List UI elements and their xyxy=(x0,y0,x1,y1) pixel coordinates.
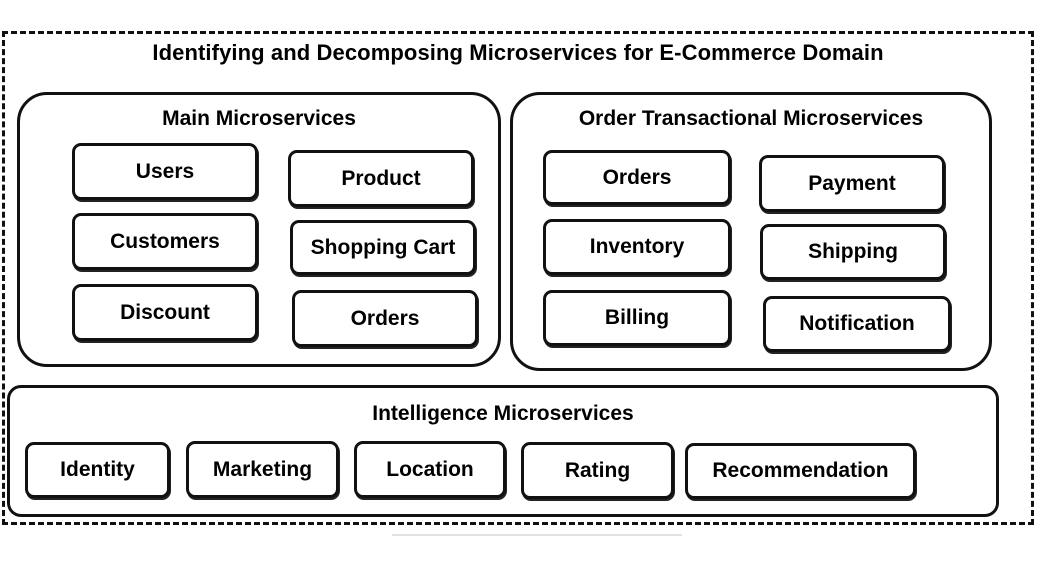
main-microservices-group: Main Microservices xyxy=(17,92,501,367)
main-microservices-title: Main Microservices xyxy=(162,107,356,130)
service-rating: Rating xyxy=(521,442,674,499)
service-orders-main: Orders xyxy=(292,290,478,347)
order-transactional-microservices-title: Order Transactional Microservices xyxy=(578,107,924,130)
service-billing: Billing xyxy=(543,290,731,346)
service-payment: Payment xyxy=(759,155,945,212)
service-location: Location xyxy=(354,441,506,498)
intelligence-microservices-group: Intelligence Microservices xyxy=(7,385,999,517)
service-notification: Notification xyxy=(763,296,951,352)
service-customers: Customers xyxy=(72,213,258,270)
service-shipping: Shipping xyxy=(760,224,946,280)
service-product: Product xyxy=(288,150,474,207)
service-orders: Orders xyxy=(543,150,731,205)
service-discount: Discount xyxy=(72,284,258,341)
service-users: Users xyxy=(72,143,258,200)
order-transactional-microservices-group: Order Transactional Microservices xyxy=(510,92,992,371)
service-marketing: Marketing xyxy=(186,441,339,498)
diagram-title: Identifying and Decomposing Microservice… xyxy=(152,40,884,65)
service-inventory: Inventory xyxy=(543,219,731,275)
divider-line xyxy=(392,534,682,536)
diagram-frame xyxy=(2,31,1034,525)
service-shopping-cart: Shopping Cart xyxy=(290,220,476,275)
service-recommendation: Recommendation xyxy=(685,443,916,499)
service-identity: Identity xyxy=(25,442,170,498)
intelligence-microservices-title: Intelligence Microservices xyxy=(372,402,634,425)
